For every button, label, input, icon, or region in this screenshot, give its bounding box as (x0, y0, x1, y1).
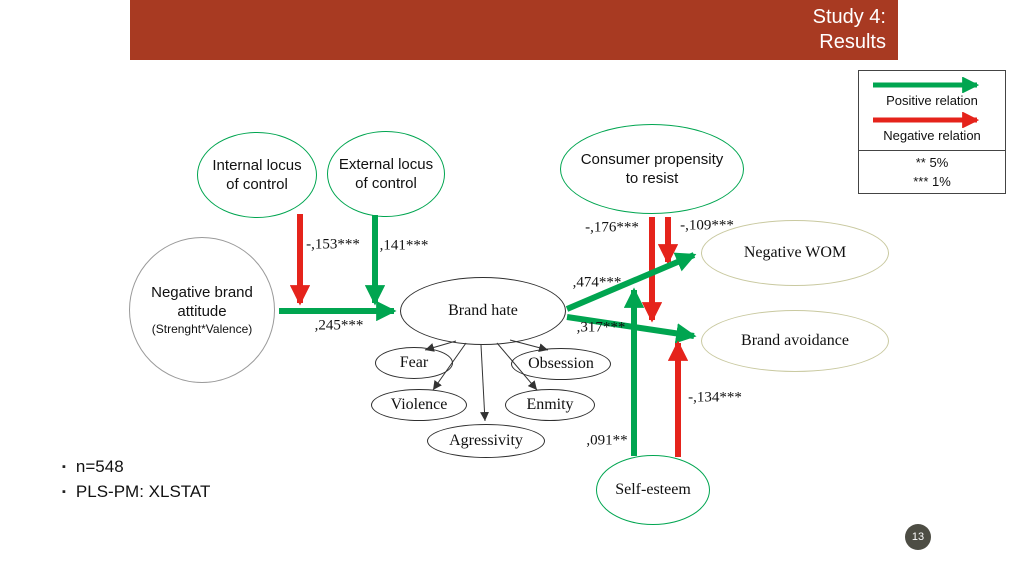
node-brand-avoidance-label: Brand avoidance (741, 331, 849, 349)
coef-selfesteem-to-avoidance: -,134*** (688, 389, 742, 406)
slide-title: Study 4: Results (813, 5, 886, 55)
page-number-badge: 13 (905, 524, 931, 550)
node-self-esteem-label: Self-esteem (615, 480, 691, 498)
node-enmity-label: Enmity (526, 395, 574, 413)
coef-selfesteem-up: ,091** (586, 432, 628, 449)
sig-5-label: ** 5% (915, 154, 949, 170)
coef-external-locus: ,141*** (379, 237, 429, 254)
title-banner: Study 4: Results (130, 0, 898, 60)
notes: ▪ n=548 ▪ PLS-PM: XLSTAT (62, 457, 210, 507)
legend: Positive relation Negative relation (858, 70, 1006, 153)
node-self-esteem: Self-esteem (596, 455, 710, 525)
coef-hate-to-avoidance: ,317*** (576, 319, 626, 336)
node-negative-wom: Negative WOM (701, 220, 889, 286)
coef-attitude-to-hate: ,245*** (314, 317, 364, 334)
node-fear: Fear (375, 347, 453, 379)
note-sample-size-label: n=548 (75, 457, 124, 476)
coef-propensity-right: -,109*** (680, 217, 734, 234)
coef-internal-locus: -,153*** (306, 236, 360, 253)
node-brand-hate: Brand hate (400, 277, 566, 345)
note-sample-size: ▪ n=548 (62, 457, 210, 477)
note-method: ▪ PLS-PM: XLSTAT (62, 482, 210, 502)
node-obsession: Obsession (511, 348, 611, 380)
node-agressivity: Agressivity (427, 424, 545, 458)
node-consumer-propensity: Consumer propensity to resist (560, 124, 744, 214)
node-internal-locus-label: Internal locus of control (212, 156, 302, 194)
slide-title-line2: Results (819, 31, 886, 53)
node-brand-hate-label: Brand hate (448, 301, 518, 319)
node-consumer-propensity-label: Consumer propensity to resist (580, 150, 724, 188)
positive-relation-label: Positive relation (886, 93, 978, 108)
node-obsession-label: Obsession (528, 354, 594, 372)
node-external-locus: External locus of control (327, 131, 445, 217)
coef-propensity-left: -,176*** (585, 219, 639, 236)
negative-relation-label: Negative relation (883, 128, 981, 143)
node-agressivity-label: Agressivity (449, 431, 523, 449)
node-violence-label: Violence (390, 395, 448, 413)
square-bullet-icon: ▪ (62, 486, 66, 498)
coef-hate-to-wom: ,474*** (572, 274, 622, 291)
node-negative-wom-label: Negative WOM (743, 243, 847, 261)
slide-title-line1: Study 4: (812, 6, 886, 28)
note-method-label: PLS-PM: XLSTAT (75, 482, 211, 501)
node-enmity: Enmity (505, 389, 595, 421)
node-external-locus-label: External locus of control (338, 155, 434, 193)
sig-1-label: *** 1% (913, 174, 951, 189)
node-violence: Violence (371, 389, 467, 421)
node-fear-label: Fear (399, 353, 429, 371)
node-brand-avoidance: Brand avoidance (701, 310, 889, 372)
node-negative-brand-attitude: Negative brand attitude (Strenght*Valenc… (129, 237, 275, 383)
node-negative-brand-attitude-sublabel: (Strenght*Valence) (151, 321, 253, 336)
square-bullet-icon: ▪ (62, 461, 66, 473)
negative-arrow-icon (873, 112, 980, 128)
arrow-brandhate-to-agressivity (480, 344, 490, 422)
positive-arrow-icon (873, 77, 980, 93)
page-number: 13 (911, 531, 925, 543)
significance-legend: ** 5% *** 1% (858, 150, 1006, 194)
node-negative-brand-attitude-label: Negative brand attitude (151, 283, 253, 321)
node-internal-locus: Internal locus of control (197, 132, 317, 218)
